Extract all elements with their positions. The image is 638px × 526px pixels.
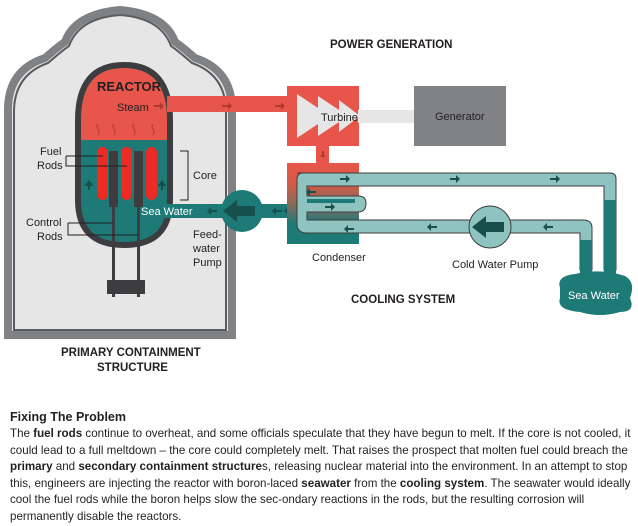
- primary-containment-heading-line2: STRUCTURE: [97, 362, 168, 374]
- feedwater-pump-label-line1: Feed-: [193, 229, 222, 241]
- emphasized-term: secondary containment structure: [78, 460, 262, 474]
- sea-water-source: Sea Water: [559, 200, 633, 315]
- turbine: Turbine: [287, 86, 360, 146]
- feedwater-pump-label-line2: water: [192, 243, 220, 255]
- heat-wave-icons: [96, 123, 155, 136]
- feedwater-pump-arrow-icon: [223, 200, 255, 222]
- emphasized-term: seawater: [301, 476, 351, 490]
- label-leaders: [65, 150, 189, 236]
- body-text: s, releasing nuclear material into the e…: [10, 460, 628, 490]
- cold-water-pump-label: Cold Water Pump: [452, 259, 538, 271]
- sea-water-source-label: Sea Water: [568, 290, 620, 302]
- condenser-label: Condenser: [312, 252, 366, 264]
- cold-water-pump-arrow-icon: [472, 216, 504, 238]
- steam-label: Steam: [117, 102, 149, 114]
- fuel-rods: [97, 147, 157, 200]
- body-text: from the: [350, 476, 400, 490]
- up-arrow-icons: [84, 180, 167, 190]
- steam-flow-arrows: [154, 102, 285, 110]
- reactor-diagram: REACTOR Steam Fuel Rods Core Control Rod…: [3, 5, 633, 374]
- emphasized-term: primary: [10, 460, 53, 474]
- control-rods-label-line1: Control: [26, 217, 61, 229]
- turbine-label: Turbine: [321, 112, 358, 124]
- body-text: The: [10, 427, 34, 440]
- body-text: continue to overheat, and some officials…: [10, 427, 631, 457]
- steam-pipe: [154, 96, 292, 112]
- body-text: . The seawater would ideally cool the fu…: [10, 476, 631, 523]
- condenser-flow-arrows: [306, 175, 354, 233]
- article-title: Fixing The Problem: [10, 410, 126, 424]
- sea-water-inlet-label: Sea Water: [141, 206, 193, 218]
- emphasized-term: fuel rods: [33, 427, 83, 440]
- article: Fixing The Problem The fuel rods continu…: [10, 409, 632, 526]
- condenser: Condenser: [287, 163, 617, 271]
- emphasized-term: cooling system: [399, 476, 485, 490]
- turbine-generator-shaft: [358, 110, 416, 123]
- body-text: and: [52, 460, 79, 474]
- reactor-label: REACTOR: [97, 79, 162, 94]
- article-body: The fuel rods continue to overheat, and …: [10, 426, 632, 526]
- fuel-rods-label-line1: Fuel: [40, 146, 61, 158]
- cooling-system-heading: COOLING SYSTEM: [351, 294, 455, 306]
- control-rods: [107, 151, 145, 297]
- reactor-vessel: REACTOR Steam: [75, 61, 173, 297]
- power-generation-heading: POWER GENERATION: [330, 39, 452, 51]
- primary-containment-heading-line1: PRIMARY CONTAINMENT: [61, 347, 201, 359]
- cold-water-pump: Cold Water Pump: [452, 205, 538, 271]
- generator-label: Generator: [435, 111, 485, 123]
- generator: Generator: [414, 86, 506, 146]
- core-label: Core: [193, 170, 217, 182]
- control-rods-label-line2: Rods: [37, 231, 63, 243]
- feedwater-line: Sea Water: [141, 190, 295, 232]
- feedwater-pump-label-line3: Pump: [193, 257, 222, 269]
- steam-down-arrow-icon: [320, 151, 326, 158]
- fuel-rods-label-line2: Rods: [37, 160, 63, 172]
